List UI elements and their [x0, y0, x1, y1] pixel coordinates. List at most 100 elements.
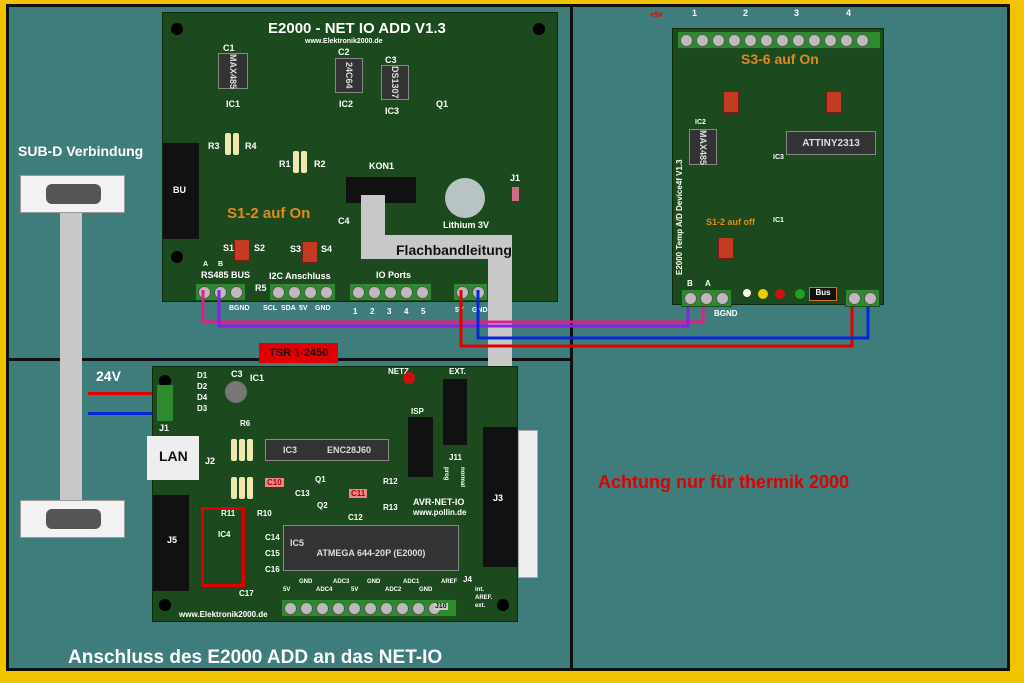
- a-label: A: [203, 261, 209, 268]
- ic3-label: IC3: [282, 445, 297, 455]
- pin-adc1: ADC1: [403, 579, 420, 585]
- ic3-attiny2313: ATTINY2313: [786, 131, 876, 155]
- 24v-label: 24V: [96, 368, 121, 384]
- pin-adc2: ADC2: [385, 587, 402, 593]
- r6-label: R6: [240, 419, 251, 428]
- ic2-max485: MAX485: [689, 129, 717, 165]
- caption: Anschluss des E2000 ADD an das NET-IO: [68, 647, 443, 668]
- note-s1-2-on: S1-2 auf On: [227, 205, 311, 222]
- wire-bus-a: [201, 290, 705, 324]
- ext-label: EXT.: [449, 367, 466, 376]
- bgnd-label: BGND: [229, 305, 250, 312]
- d3-label: D3: [197, 404, 208, 413]
- r10-label: R10: [257, 509, 272, 518]
- j2-label: J2: [205, 456, 216, 466]
- r2-label: R2: [314, 159, 326, 169]
- c12-label: C12: [348, 513, 363, 522]
- ic3-name: ENC28J60: [326, 445, 372, 455]
- pin-gnd-1: GND: [299, 579, 313, 585]
- io-pin-2: 2: [370, 307, 375, 316]
- bgnd-label: BGND: [714, 309, 738, 318]
- warning-label: Achtung nur für thermik 2000: [598, 472, 850, 492]
- board-avr-net-io: J1 D1 D2 D4 D3 C3 IC1 NETZ EXT. ISP J11 …: [152, 366, 518, 622]
- battery-label: Lithium 3V: [443, 220, 490, 230]
- isp-label: ISP: [411, 407, 424, 416]
- r12-label: R12: [383, 477, 398, 486]
- s1-label: S1: [223, 243, 235, 253]
- io-pin-3: 3: [387, 307, 392, 316]
- pin-gnd-3: GND: [419, 587, 433, 593]
- io-ports-label: IO Ports: [376, 270, 412, 280]
- terminal-i2c: [269, 283, 336, 301]
- c3-capacitor: [225, 381, 247, 403]
- c10-label: C10: [265, 478, 284, 487]
- 5v-label: 5V: [299, 305, 308, 312]
- top-label-2: 2: [743, 8, 749, 18]
- i2c-label: I2C Anschluss: [269, 271, 331, 281]
- ic3-enc28j60: IC3 ENC28J60: [265, 439, 389, 461]
- bus-logo: Bus: [809, 287, 837, 301]
- j1-label: J1: [510, 173, 521, 183]
- ic3-label: IC3: [773, 154, 784, 161]
- board-title: E2000 - NET IO ADD V1.3: [268, 20, 446, 37]
- board-e2000-net-io-add: E2000 - NET IO ADD V1.3 www.Elektronik20…: [162, 12, 558, 302]
- r5-label: R5: [255, 283, 267, 293]
- aref-int: int.: [475, 587, 484, 593]
- ic5-name: ATMEGA 644-20P (E2000): [316, 548, 426, 558]
- ic4-label: IC4: [218, 530, 231, 539]
- j1-terminal: [157, 385, 173, 421]
- j5-connector: J5: [153, 495, 189, 591]
- terminal-top: [677, 31, 881, 49]
- b-label: B: [687, 279, 693, 288]
- bu-label: BU: [173, 185, 186, 195]
- j5-label: J5: [167, 535, 178, 545]
- subd-cable: [60, 212, 82, 504]
- wire-5v: [459, 290, 854, 348]
- ic2-24c64: 24C64: [335, 58, 363, 93]
- board-url: www.Elektronik2000.de: [179, 610, 268, 619]
- top-label-4: 4: [846, 8, 852, 18]
- ic1-label: IC1: [250, 373, 265, 383]
- s3-label: S3: [290, 244, 302, 254]
- pin-5v-1: 5V: [283, 587, 291, 593]
- note-s1-2-off: S1-2 auf off: [706, 217, 756, 227]
- ic3-label: IC3: [385, 106, 400, 116]
- terminal-bus: [681, 289, 732, 307]
- netz-led: [403, 372, 415, 384]
- c3-label: C3: [231, 369, 243, 379]
- tsr-label: TSR 1-2450: [259, 343, 339, 363]
- lan-port: LAN: [147, 436, 199, 480]
- r3-label: R3: [208, 141, 220, 151]
- battery-icon: [445, 178, 485, 218]
- top-label-1: 1: [692, 8, 698, 18]
- r1-label: R1: [279, 159, 291, 169]
- j10-label: J10: [434, 603, 448, 610]
- rs485-label: RS485 BUS: [201, 270, 251, 280]
- bu-connector: BU: [163, 143, 199, 239]
- note-s3-6-on: S3-6 auf On: [741, 51, 819, 67]
- wire-24v-minus: [88, 412, 158, 415]
- ic5-label: IC5: [290, 538, 305, 548]
- gnd-label: GND: [315, 305, 331, 312]
- c11-label: C11: [349, 489, 368, 498]
- j3-plug: [518, 430, 538, 578]
- s4-label: S4: [321, 244, 333, 254]
- aref-label: AREF.: [475, 595, 493, 601]
- ribbon-label: Flachbandleitung: [396, 242, 512, 258]
- subd-label: SUB-D Verbindung: [18, 143, 144, 159]
- pin-adc4: ADC4: [316, 587, 333, 593]
- pwr-5v-label: 5V: [455, 307, 464, 314]
- c4-label: C4: [338, 216, 350, 226]
- c15-label: C15: [265, 549, 280, 558]
- j4-label: J4: [463, 575, 472, 584]
- d1-label: D1: [197, 371, 208, 380]
- board-title: E2000 Temp A/D Device4f V1.3: [675, 159, 684, 275]
- wire-bus-b: [217, 290, 690, 328]
- ic1-label: IC1: [226, 99, 241, 109]
- ext-connector: [443, 379, 467, 445]
- a-label: A: [705, 279, 711, 288]
- j11-label: J11: [449, 453, 462, 462]
- c17-label: C17: [239, 589, 254, 598]
- aref-ext: ext.: [475, 603, 486, 609]
